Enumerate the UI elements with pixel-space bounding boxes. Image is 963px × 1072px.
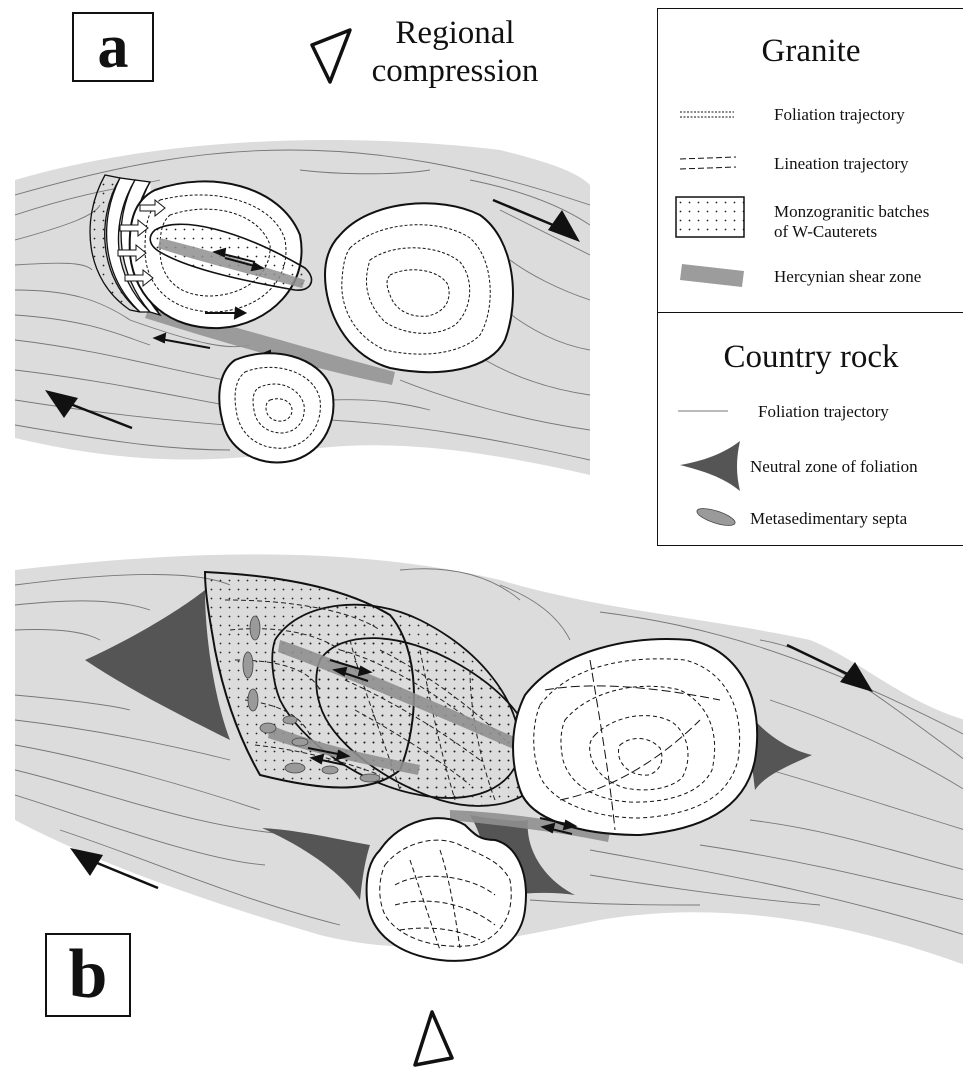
granite-foliation-symbol [680,112,734,117]
compression-line-1: Regional [365,14,545,52]
legend-granite-foliation: Foliation trajectory [774,105,905,125]
pluton-a3 [219,353,333,462]
legend: Granite Foliation trajectory Lineation t… [657,8,963,546]
panel-label-b: b [45,933,131,1017]
compression-line-2: compression [365,52,545,90]
metasedimentary-septa-symbol [695,505,737,529]
granite-lineation-symbol [680,157,736,169]
legend-batches-line1: Monzogranitic batches [774,202,929,222]
legend-batches-line2: of W-Cauterets [774,222,877,242]
pluton-a2 [325,203,513,372]
monzogranitic-batch-symbol [676,197,744,237]
compression-arrow-bottom [415,1012,452,1065]
compression-arrow-top [312,30,350,82]
hercynian-shear-zone-symbol [680,264,744,287]
legend-country-rock-title: Country rock [658,339,963,376]
panel-b-map [15,554,963,965]
legend-country-foliation: Foliation trajectory [758,402,889,422]
regional-compression-label: Regional compression [365,14,545,90]
legend-shear-zone: Hercynian shear zone [774,267,921,287]
neutral-zone-symbol [680,441,740,491]
legend-neutral-zone: Neutral zone of foliation [750,457,918,477]
legend-metasedimentary-septa: Metasedimentary septa [750,509,907,529]
legend-divider [658,312,963,313]
legend-granite-lineation: Lineation trajectory [774,154,909,174]
panel-a-map [15,140,590,475]
panel-label-a: a [72,12,154,82]
